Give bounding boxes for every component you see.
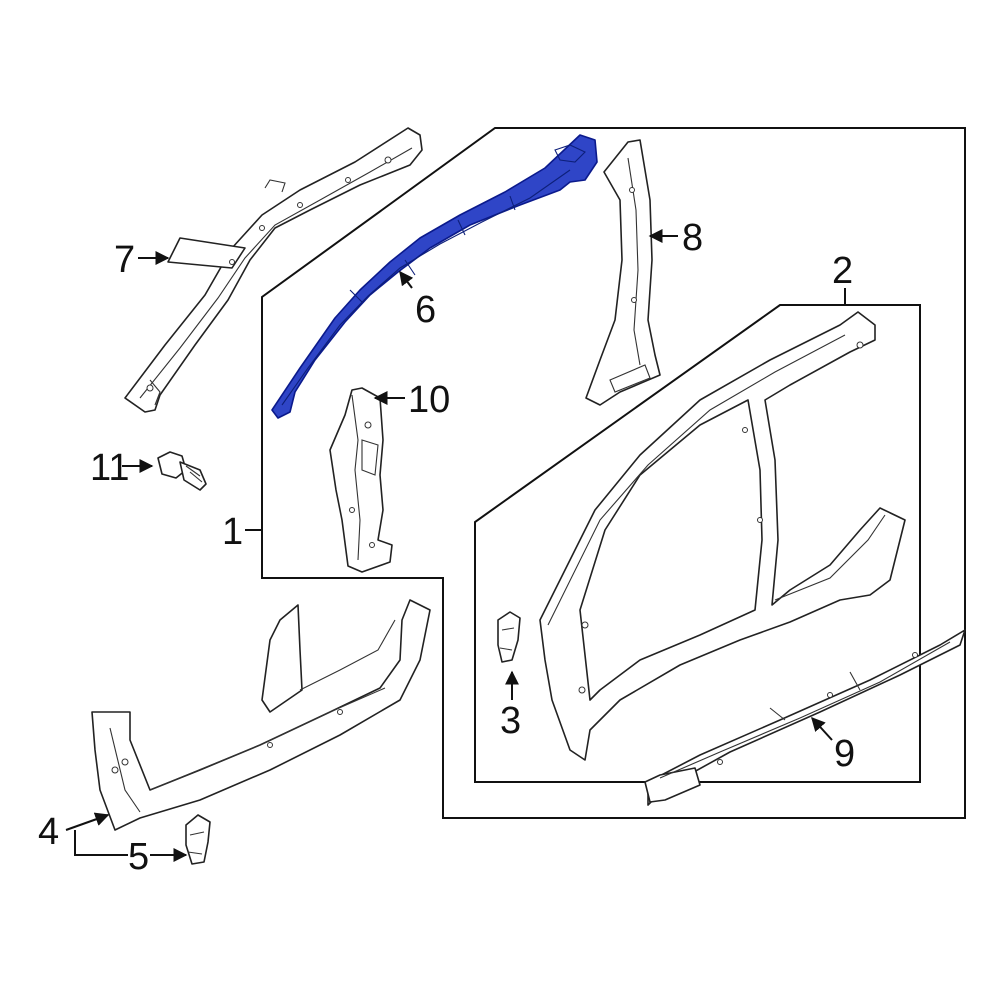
leader-9 [811,716,833,741]
group-box-1 [261,127,966,819]
callout-2: 2 [832,250,853,292]
leader-4 [65,812,110,831]
callout-8: 8 [682,217,703,259]
part-7-a-pillar-reinforcement[interactable] [124,127,423,413]
callout-11: 11 [90,447,129,489]
callout-10: 10 [408,379,450,421]
callout-5: 5 [128,836,149,878]
part-10-hinge-pillar-reinforcement[interactable] [329,387,393,573]
leader-4-5-bracket [74,830,128,856]
callout-3: 3 [500,700,521,742]
leader-6 [399,270,414,289]
part-6-roof-rail-reinforcement-highlighted[interactable] [271,134,598,419]
part-3-small-bracket[interactable] [497,611,521,663]
callout-6: 6 [415,289,436,331]
part-2-body-side-outer-panel[interactable] [539,311,906,761]
part-11-bolt[interactable] [157,451,207,491]
part-9-rocker-reinforcement[interactable] [644,629,966,806]
group-box-2 [474,304,921,783]
callout-4: 4 [38,811,59,853]
part-4-rocker-panel[interactable] [91,599,431,831]
callout-7: 7 [114,239,135,281]
part-5-small-bracket[interactable] [185,814,211,865]
callout-9: 9 [834,733,855,775]
callout-1: 1 [222,511,243,553]
part-8-b-pillar-reinforcement[interactable] [585,139,661,406]
